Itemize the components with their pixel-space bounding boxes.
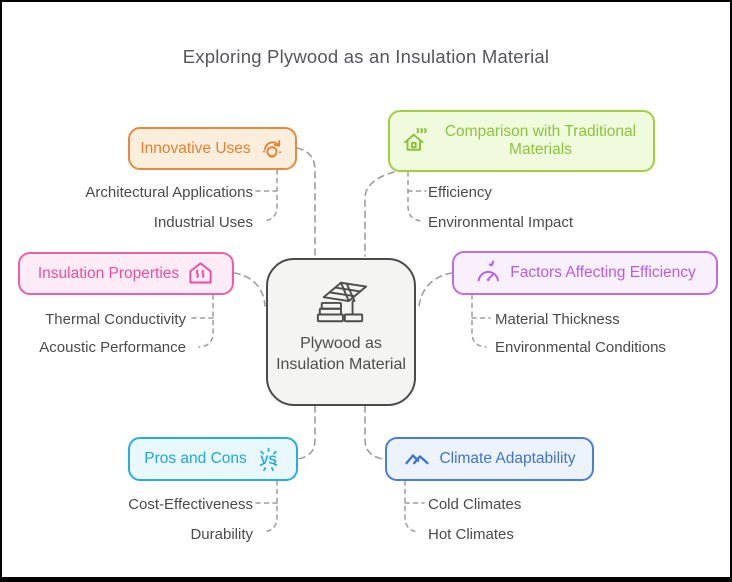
subitem-environmental-conditions[interactable]: Environmental Conditions xyxy=(495,339,666,356)
branch-label: Factors Affecting Efficiency xyxy=(510,264,696,282)
branch-climate-adaptability[interactable]: Climate Adaptability xyxy=(385,437,594,481)
branch-label: Innovative Uses xyxy=(140,139,251,157)
vs-burst-icon: VS xyxy=(259,447,277,471)
plywood-stack-house-icon xyxy=(316,281,367,323)
house-heat-waves-icon xyxy=(189,262,212,284)
subitem-material-thickness[interactable]: Material Thickness xyxy=(495,311,620,328)
subitem-environmental-impact[interactable]: Environmental Impact xyxy=(428,214,574,231)
gauge-meter-icon xyxy=(477,260,500,282)
center-node-plywood-insulation[interactable]: Plywood as Insulation Material xyxy=(266,258,416,406)
subitem-hot-climates[interactable]: Hot Climates xyxy=(428,526,514,543)
insulated-house-smoke-icon xyxy=(404,128,427,151)
subitem-architectural-applications[interactable]: Architectural Applications xyxy=(85,184,253,201)
subitem-durability[interactable]: Durability xyxy=(190,526,253,543)
branch-label: Pros and Cons xyxy=(144,450,247,468)
subitem-efficiency[interactable]: Efficiency xyxy=(428,184,492,201)
subitem-cold-climates[interactable]: Cold Climates xyxy=(428,496,522,513)
branch-insulation-properties[interactable]: Insulation Properties xyxy=(18,252,234,295)
subitem-thermal-conductivity[interactable]: Thermal Conductivity xyxy=(45,311,186,328)
subitem-acoustic-performance[interactable]: Acoustic Performance xyxy=(39,339,186,356)
mountains-climate-icon xyxy=(405,454,430,465)
branch-label: Insulation Properties xyxy=(37,264,180,282)
center-node-label: Plywood as Insulation Material xyxy=(276,335,406,373)
branch-label: Comparison with Traditional Materials xyxy=(444,123,637,158)
subitem-cost-effectiveness[interactable]: Cost-Effectiveness xyxy=(128,496,253,513)
branch-pros-and-cons[interactable]: Pros and Cons VS xyxy=(128,437,298,481)
lightbulb-innovation-icon xyxy=(262,139,281,158)
page-title: Exploring Plywood as an Insulation Mater… xyxy=(182,46,550,67)
branch-comparison-traditional-materials[interactable]: Comparison with Traditional Materials xyxy=(388,110,655,172)
branch-innovative-uses[interactable]: Innovative Uses xyxy=(128,127,297,170)
branch-factors-affecting-efficiency[interactable]: Factors Affecting Efficiency xyxy=(452,251,718,295)
subitem-industrial-uses[interactable]: Industrial Uses xyxy=(153,214,253,231)
branch-label: Climate Adaptability xyxy=(439,450,576,468)
svg-text:VS: VS xyxy=(260,453,277,467)
